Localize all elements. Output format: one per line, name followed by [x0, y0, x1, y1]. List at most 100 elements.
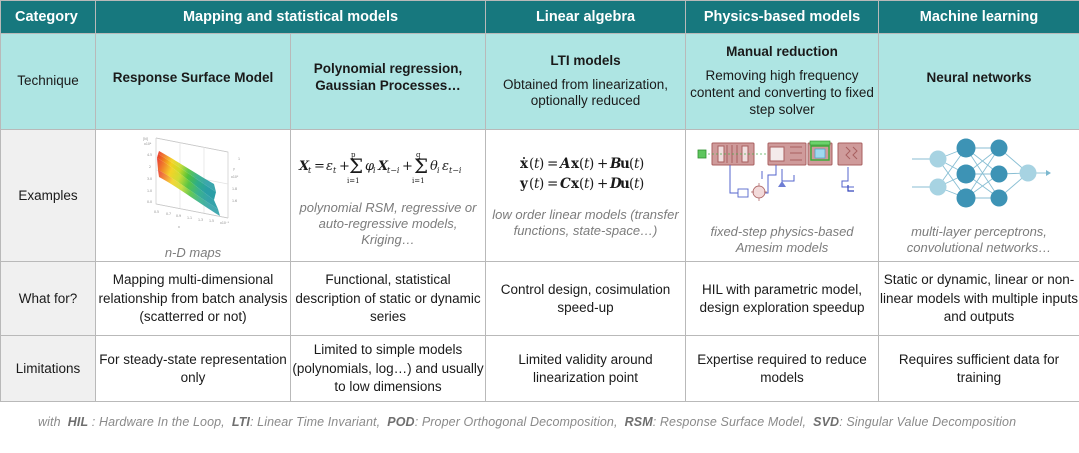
- cell-whatfor-lti: Control design, cosimulation speed-up: [485, 261, 686, 337]
- svg-text:4.5: 4.5: [147, 153, 152, 157]
- svg-text:Σ: Σ: [414, 154, 428, 178]
- svg-text:i=1: i=1: [347, 177, 360, 185]
- cell-limitations-lti: Limited validity around linearization po…: [485, 335, 686, 403]
- svg-text:): ): [639, 156, 644, 172]
- cell-examples-ml: multi-layer perceptrons, convolutional n…: [878, 128, 1079, 263]
- svg-text:Σ: Σ: [349, 154, 363, 178]
- svg-text:θ: θ: [430, 159, 438, 174]
- cell-technique-rsm: Response Surface Model: [95, 33, 291, 130]
- cell-examples-polyreg: X t = ε t + p Σ i=1 φ i: [290, 128, 486, 263]
- examples-caption-polyreg: polynomial RSM, regressive or auto-regre…: [299, 199, 477, 248]
- svg-text:A: A: [558, 156, 570, 172]
- rowlabel-limitations: Limitations: [0, 335, 96, 403]
- table-row-limitations: Limitations For steady-state representat…: [0, 335, 1079, 403]
- footnote-abbr-pod: POD: [387, 415, 415, 430]
- amesim-schematic-icon: [696, 135, 868, 218]
- svg-text:y: y: [519, 176, 529, 192]
- rowlabel-technique: Technique: [0, 33, 96, 130]
- cell-examples-rsm: [N] x10⁴ 4.5 2 3.0 1.0 0.0 0.5 0.7 0.9 1: [95, 128, 291, 263]
- svg-text:(: (: [629, 176, 634, 192]
- svg-text:p: p: [351, 151, 356, 159]
- svg-text:t: t: [308, 166, 312, 175]
- footnote-meaning-svd: Singular Value Decomposition: [846, 415, 1017, 430]
- svg-text:(: (: [579, 156, 584, 172]
- svg-text:u: u: [620, 156, 630, 172]
- svg-text:1.8: 1.8: [232, 187, 237, 191]
- footnote-abbr-svd: SVD: [813, 415, 840, 430]
- arma-equation-formula: X t = ε t + p Σ i=1 φ i: [297, 143, 479, 194]
- svg-text:1.1: 1.1: [187, 216, 192, 220]
- header-group-machine-learning: Machine learning: [878, 0, 1079, 34]
- footnote-meaning-rsm: Response Surface Model: [659, 415, 803, 430]
- svg-text:1.5: 1.5: [209, 219, 214, 223]
- cell-limitations-polyreg: Limited to simple models (polynomials, l…: [290, 335, 486, 403]
- header-group-machine-learning-label: Machine learning: [919, 8, 1039, 25]
- header-group-mapping-label: Mapping and statistical models: [182, 8, 399, 25]
- table-row-what-for: What for? Mapping multi-dimensional rela…: [0, 261, 1079, 337]
- svg-text:+: +: [597, 176, 608, 192]
- svg-text:C: C: [560, 176, 571, 192]
- svg-text:0.0: 0.0: [147, 200, 152, 204]
- svg-text:i=1: i=1: [412, 177, 425, 185]
- svg-text:ẋ: ẋ: [520, 156, 529, 172]
- header-group-linear-algebra: Linear algebra: [485, 0, 686, 34]
- cell-limitations-rsm: For steady-state representation only: [95, 335, 291, 403]
- header-group-linear-algebra-label: Linear algebra: [535, 8, 636, 25]
- svg-text:+: +: [597, 156, 608, 172]
- technique-title-rsm: Response Surface Model: [112, 69, 274, 85]
- rowlabel-what-for: What for?: [0, 261, 96, 337]
- svg-text:=: =: [547, 176, 558, 192]
- cell-examples-lti: ẋ ( t ) = A x ( t ) + B: [485, 128, 686, 263]
- svg-text:): ): [589, 156, 594, 172]
- svg-text:t: t: [634, 176, 640, 192]
- svg-text:2: 2: [149, 165, 151, 169]
- svg-text:): ): [589, 176, 594, 192]
- cell-limitations-physics: Expertise required to reduce models: [685, 335, 879, 403]
- cell-technique-manual-reduction: Manual reduction Removing high frequency…: [685, 33, 879, 130]
- svg-text:B: B: [609, 156, 621, 172]
- table-header-row: Category Mapping and statistical models …: [0, 0, 1079, 34]
- svg-text:φ: φ: [365, 159, 375, 174]
- svg-text:): ): [539, 156, 544, 172]
- cell-whatfor-physics: HIL with parametric model, design explor…: [685, 261, 879, 337]
- svg-text:0.9: 0.9: [176, 214, 181, 218]
- header-group-physics: Physics-based models: [685, 0, 879, 34]
- surface-plot-3d-icon: [N] x10⁴ 4.5 2 3.0 1.0 0.0 0.5 0.7 0.9 1: [132, 130, 254, 239]
- svg-text:1.3: 1.3: [198, 218, 203, 222]
- rowlabel-examples: Examples: [0, 128, 96, 263]
- footnote-abbr-hil: HIL: [67, 415, 89, 430]
- examples-caption-physics: fixed-step physics-based Amesim models: [710, 223, 854, 256]
- svg-text:q: q: [416, 151, 421, 159]
- state-space-equations-formula: ẋ ( t ) = A x ( t ) + B: [502, 152, 670, 201]
- neural-network-diagram-icon: [904, 135, 1054, 218]
- technique-title-polyreg: Polynomial regression, Gaussian Processe…: [313, 61, 463, 93]
- svg-text:t: t: [584, 176, 590, 192]
- svg-text:x: x: [571, 156, 580, 172]
- footnote-prefix: with: [38, 415, 61, 430]
- svg-text:ε: ε: [442, 159, 449, 174]
- svg-text:i: i: [437, 166, 440, 175]
- svg-text:t−i: t−i: [387, 166, 400, 175]
- svg-text:x: x: [178, 225, 180, 229]
- header-category: Category: [0, 0, 96, 34]
- svg-text:t: t: [534, 156, 540, 172]
- acronym-footnote: with HIL : Hardware In the Loop, LTI: Li…: [38, 415, 1017, 430]
- header-category-label: Category: [15, 8, 78, 25]
- svg-text:t: t: [634, 156, 640, 172]
- cell-whatfor-ml: Static or dynamic, linear or non-linear …: [878, 261, 1079, 337]
- svg-text:1.0: 1.0: [147, 189, 152, 193]
- svg-text:t−i: t−i: [449, 166, 462, 175]
- footnote-abbr-rsm: RSM: [624, 415, 653, 430]
- svg-text:u: u: [620, 176, 630, 192]
- cell-examples-physics: fixed-step physics-based Amesim models: [685, 128, 879, 263]
- examples-caption-lti: low order linear models (transfer functi…: [492, 206, 679, 238]
- cell-technique-polyreg: Polynomial regression, Gaussian Processe…: [290, 33, 486, 130]
- cell-whatfor-rsm: Mapping multi-dimensional relationship f…: [95, 261, 291, 337]
- svg-text:t: t: [584, 156, 590, 172]
- svg-text:D: D: [609, 176, 622, 192]
- svg-text:i: i: [373, 166, 376, 175]
- cell-technique-lti: LTI models Obtained from linearization, …: [485, 33, 686, 130]
- svg-text:=: =: [314, 159, 325, 174]
- examples-caption-rsm: n-D maps: [164, 245, 222, 260]
